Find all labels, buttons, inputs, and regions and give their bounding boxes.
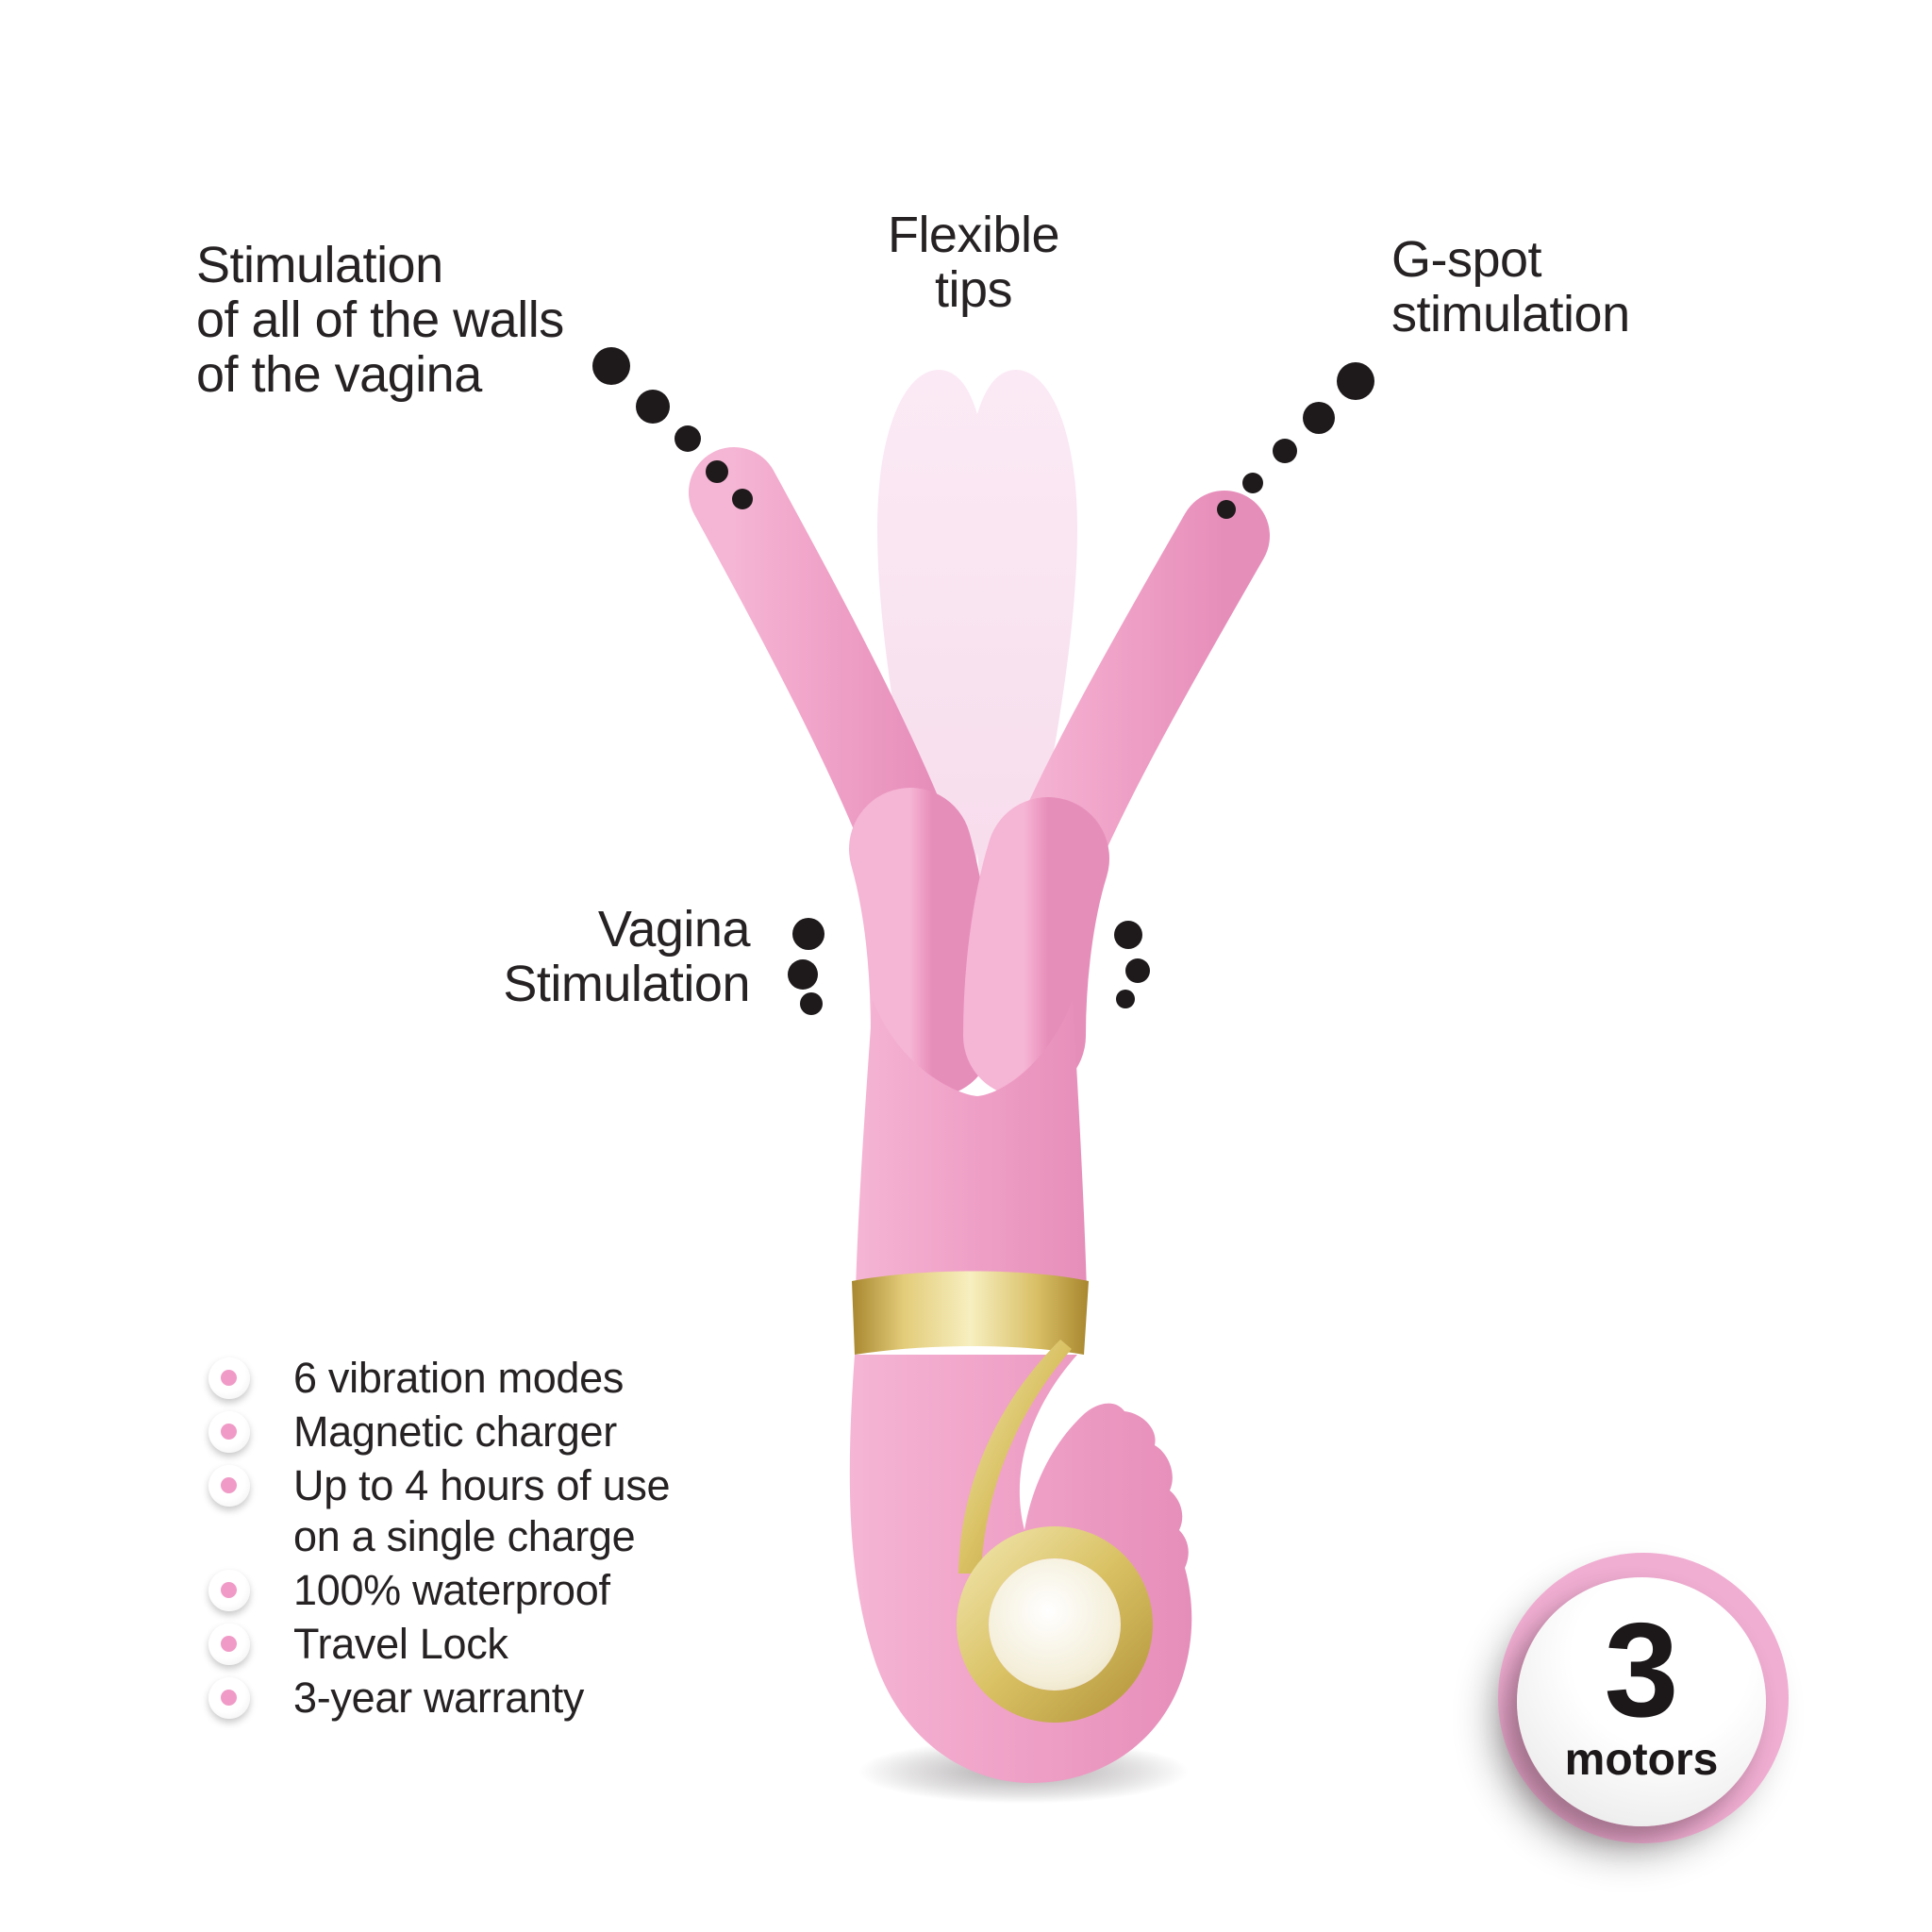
feature-item: Magnetic charger bbox=[208, 1407, 670, 1457]
callout-flexible-tips: Flexible tips bbox=[785, 208, 1162, 317]
gold-hook-tail bbox=[958, 1340, 1072, 1574]
vagina-dots-right bbox=[1114, 921, 1150, 1008]
callout-walls: Stimulation of all of the walls of the v… bbox=[196, 238, 564, 402]
callout-flexible-line2: tips bbox=[934, 261, 1013, 318]
bullet-icon bbox=[208, 1570, 250, 1611]
prongs bbox=[689, 447, 1270, 1097]
callout-flexible-line1: Flexible bbox=[887, 207, 1060, 263]
feature-text: 6 vibration modes bbox=[293, 1354, 625, 1402]
callout-walls-line2: of all of the walls bbox=[196, 291, 564, 348]
bullet-icon bbox=[208, 1677, 250, 1719]
motors-label: motors bbox=[1564, 1735, 1719, 1785]
hook-center bbox=[989, 1558, 1121, 1690]
callout-gspot: G-spot stimulation bbox=[1391, 232, 1630, 341]
bullet-icon bbox=[208, 1357, 250, 1399]
feature-item: 100% waterproof bbox=[208, 1565, 670, 1616]
gold-ring bbox=[852, 1271, 1089, 1355]
feature-text: 3-year warranty bbox=[293, 1674, 585, 1722]
motors-count: 3 bbox=[1604, 1595, 1679, 1745]
feature-text: Magnetic charger bbox=[293, 1407, 617, 1456]
motors-badge-inner: 3 motors bbox=[1517, 1577, 1766, 1826]
vagina-dots-left bbox=[788, 918, 824, 1015]
callout-walls-line3: of the vagina bbox=[196, 346, 482, 403]
callout-vagina-line2: Stimulation bbox=[503, 956, 750, 1012]
feature-item: Up to 4 hours of use on a single charge bbox=[208, 1460, 671, 1562]
feature-list: 6 vibration modes Magnetic charger Up to… bbox=[208, 1353, 671, 1724]
gold-hook bbox=[957, 1340, 1153, 1723]
feature-item: Travel Lock bbox=[208, 1619, 670, 1670]
bullet-icon bbox=[208, 1411, 250, 1453]
shaft bbox=[856, 1000, 1087, 1291]
prong-right-base bbox=[963, 797, 1109, 1097]
callout-gspot-line2: stimulation bbox=[1391, 286, 1630, 342]
motors-badge: 3 motors bbox=[1498, 1553, 1789, 1843]
gold-hook-loop bbox=[957, 1526, 1153, 1723]
bullet-icon bbox=[208, 1465, 250, 1507]
callout-vagina-line1: Vagina bbox=[597, 901, 751, 958]
callout-vagina: Vagina Stimulation bbox=[373, 902, 750, 1011]
callout-walls-line1: Stimulation bbox=[196, 237, 443, 293]
feature-text: 100% waterproof bbox=[293, 1566, 610, 1614]
feature-item: 6 vibration modes bbox=[208, 1353, 670, 1404]
bullet-icon bbox=[208, 1624, 250, 1665]
feature-item: 3-year warranty bbox=[208, 1673, 670, 1724]
prong-left-base bbox=[849, 788, 993, 1097]
leader-dots-right bbox=[1217, 362, 1374, 519]
leader-dots-left bbox=[592, 347, 753, 509]
feature-text: Up to 4 hours of use on a single charge bbox=[293, 1461, 671, 1560]
callout-gspot-line1: G-spot bbox=[1391, 231, 1542, 288]
feature-text: Travel Lock bbox=[293, 1620, 508, 1668]
